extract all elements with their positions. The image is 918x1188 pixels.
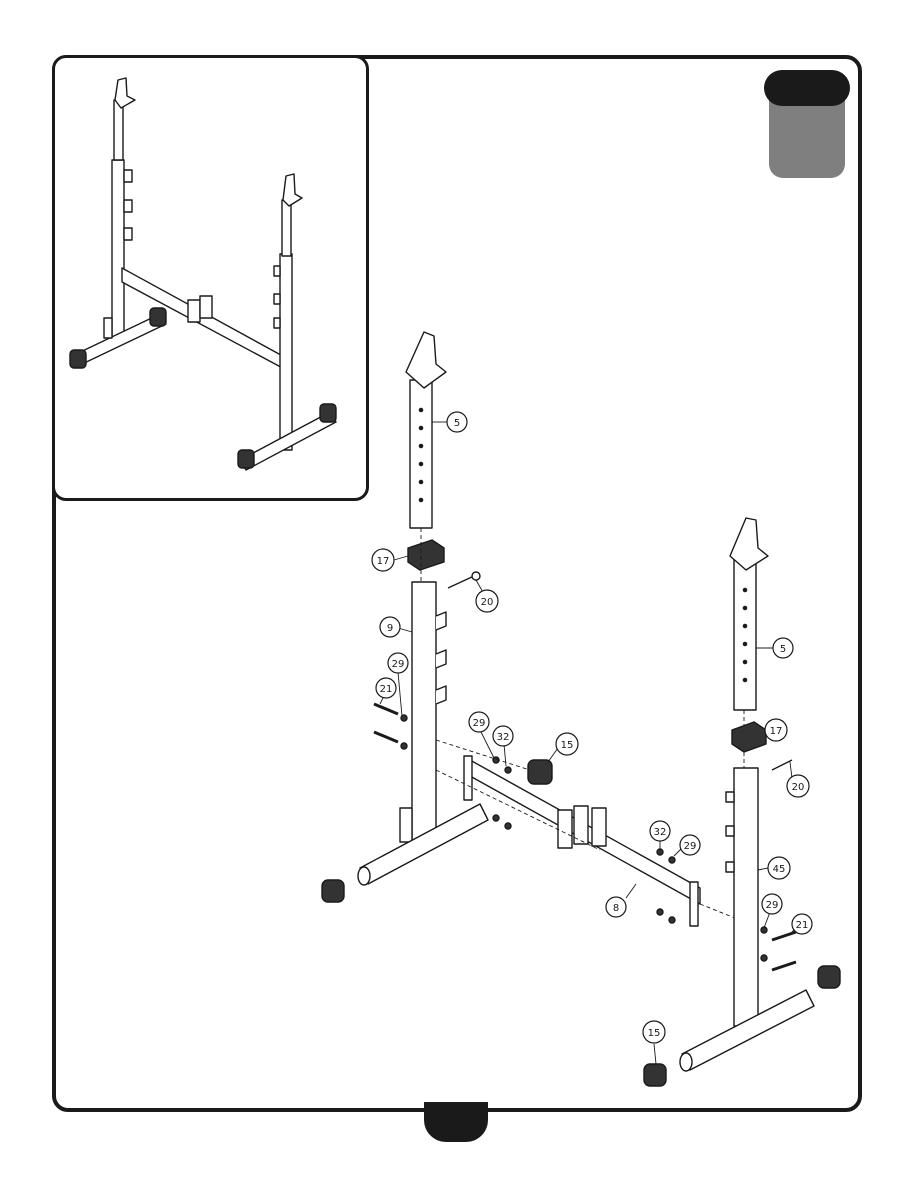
svg-text:9: 9 bbox=[387, 623, 393, 634]
part-45-upright bbox=[726, 768, 758, 1026]
svg-text:21: 21 bbox=[796, 920, 809, 931]
callout-part-5: 5 bbox=[447, 412, 467, 432]
callout-part-32: 32 bbox=[650, 821, 670, 841]
callout-part-20: 20 bbox=[787, 775, 809, 797]
callout-part-21: 21 bbox=[376, 678, 396, 698]
svg-text:20: 20 bbox=[481, 597, 494, 608]
callout-part-8: 8 bbox=[606, 897, 626, 917]
svg-text:15: 15 bbox=[648, 1028, 661, 1039]
callout-part-17: 17 bbox=[765, 719, 787, 741]
svg-text:29: 29 bbox=[473, 718, 486, 729]
svg-text:17: 17 bbox=[770, 726, 783, 737]
svg-text:29: 29 bbox=[684, 841, 697, 852]
svg-text:5: 5 bbox=[454, 418, 460, 429]
inset-assembled-stand bbox=[70, 78, 336, 470]
callout-part-29: 29 bbox=[469, 712, 489, 732]
callout-part-29: 29 bbox=[388, 653, 408, 673]
callout-part-29: 29 bbox=[762, 894, 782, 914]
part-9-upright bbox=[400, 582, 446, 842]
part-5-right bbox=[730, 518, 768, 710]
callout-part-20: 20 bbox=[476, 590, 498, 612]
svg-text:21: 21 bbox=[380, 684, 393, 695]
svg-text:20: 20 bbox=[792, 782, 805, 793]
svg-text:17: 17 bbox=[377, 556, 390, 567]
callout-part-17: 17 bbox=[372, 549, 394, 571]
callout-part-45: 45 bbox=[768, 857, 790, 879]
callout-part-21: 21 bbox=[792, 914, 812, 934]
callout-part-9: 9 bbox=[380, 617, 400, 637]
svg-text:29: 29 bbox=[766, 900, 779, 911]
callout-part-15: 15 bbox=[556, 733, 578, 755]
svg-text:15: 15 bbox=[561, 740, 574, 751]
svg-text:45: 45 bbox=[773, 864, 786, 875]
callout-part-15: 15 bbox=[643, 1021, 665, 1043]
part-5-left bbox=[406, 332, 446, 528]
callout-part-5: 5 bbox=[773, 638, 793, 658]
svg-text:32: 32 bbox=[497, 732, 510, 743]
svg-text:5: 5 bbox=[780, 644, 786, 655]
svg-text:8: 8 bbox=[613, 903, 619, 914]
svg-text:32: 32 bbox=[654, 827, 667, 838]
svg-text:29: 29 bbox=[392, 659, 405, 670]
callout-part-29: 29 bbox=[680, 835, 700, 855]
callout-part-32: 32 bbox=[493, 726, 513, 746]
